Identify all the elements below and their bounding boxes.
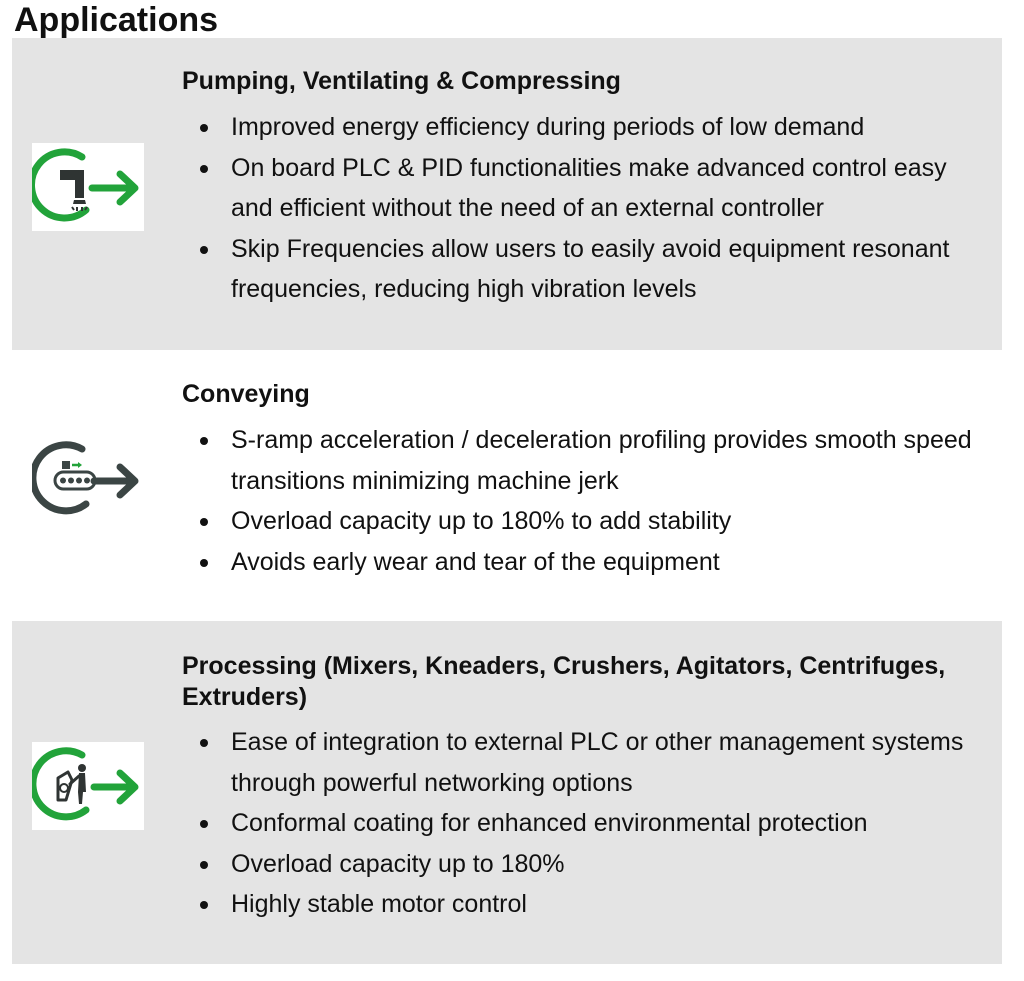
section-pumping: Pumping, Ventilating & Compressing Impro… bbox=[12, 38, 1002, 350]
conveyor-icon bbox=[32, 436, 144, 524]
section-heading: Conveying bbox=[182, 380, 310, 408]
list-item: Avoids early wear and tear of the equipm… bbox=[182, 542, 982, 583]
section-heading: Processing (Mixers, Kneaders, Crushers, … bbox=[182, 652, 946, 711]
list-item: On board PLC & PID functionalities make … bbox=[182, 148, 982, 229]
list-item: Skip Frequencies allow users to easily a… bbox=[182, 229, 982, 310]
list-item: Highly stable motor control bbox=[182, 884, 982, 925]
list-item: Overload capacity up to 180% to add stab… bbox=[182, 501, 982, 542]
list-item: Improved energy efficiency during period… bbox=[182, 107, 982, 148]
list-item: Ease of integration to external PLC or o… bbox=[182, 722, 982, 803]
bullet-list: Ease of integration to external PLC or o… bbox=[182, 722, 982, 925]
section-conveying: Conveying S-ramp acceleration / decelera… bbox=[12, 350, 1002, 621]
mixer-operator-icon bbox=[32, 742, 144, 830]
bullet-list: Improved energy efficiency during period… bbox=[182, 107, 982, 310]
section-processing: Processing (Mixers, Kneaders, Crushers, … bbox=[12, 621, 1002, 964]
list-item: Conformal coating for enhanced environme… bbox=[182, 803, 982, 844]
list-item: Overload capacity up to 180% bbox=[182, 844, 982, 885]
list-item: S-ramp acceleration / deceleration profi… bbox=[182, 420, 982, 501]
pump-fan-compressor-icon bbox=[32, 143, 144, 231]
page-title: Applications bbox=[14, 1, 219, 39]
section-heading: Pumping, Ventilating & Compressing bbox=[182, 67, 621, 95]
bullet-list: S-ramp acceleration / deceleration profi… bbox=[182, 420, 982, 582]
